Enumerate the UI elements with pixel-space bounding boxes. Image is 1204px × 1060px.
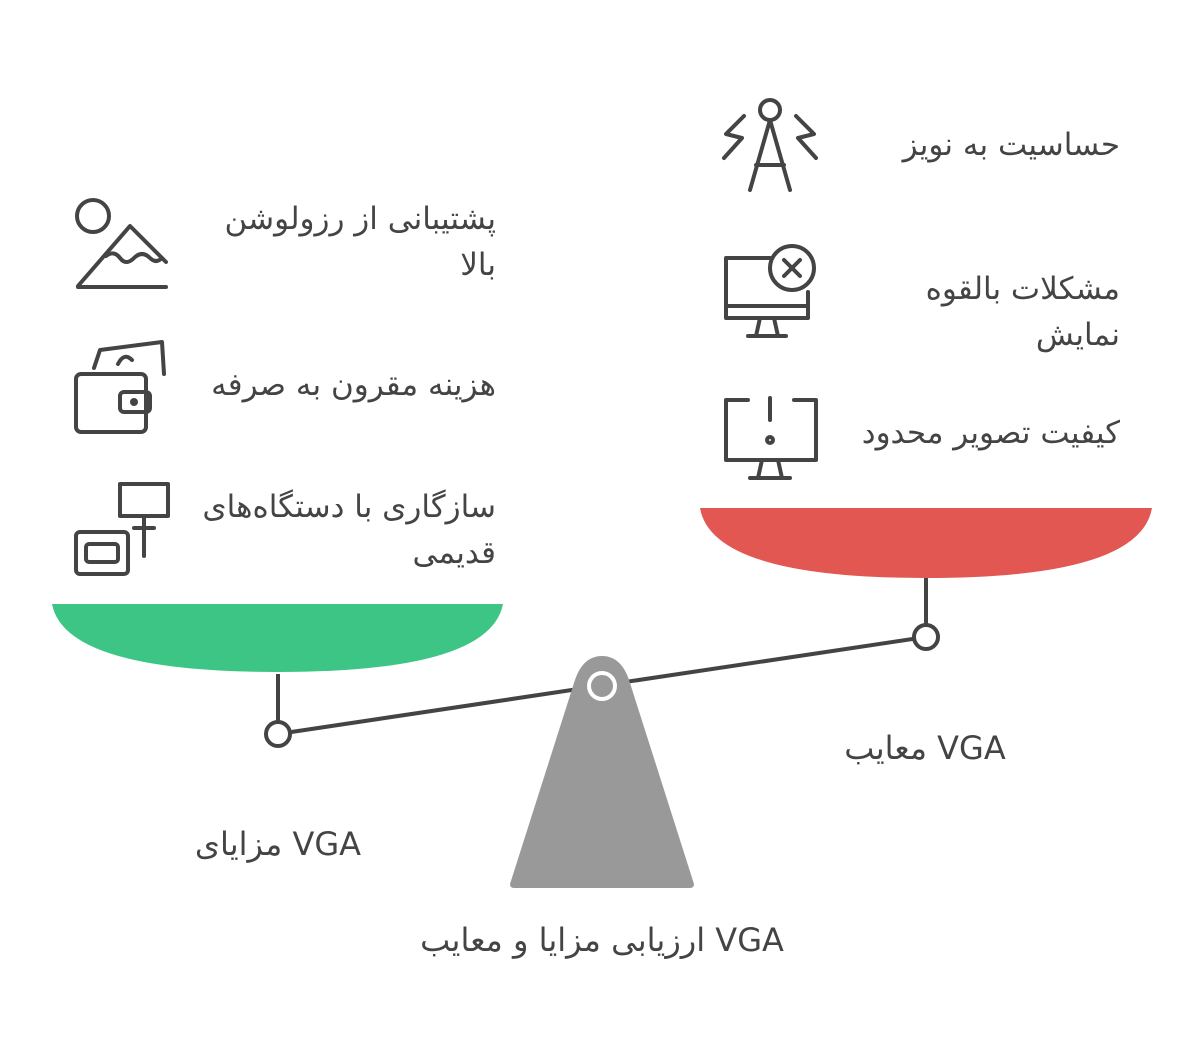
pros-item-1-label: پشتیبانی از رزولوشن بالا	[224, 201, 497, 283]
fulcrum	[510, 656, 694, 888]
pros-pivot	[264, 720, 292, 748]
cons-item-2-label: مشکلات بالقوه نمایش	[925, 271, 1120, 353]
fulcrum-pivot	[587, 671, 617, 701]
pros-item-2-label: هزینه مقرون به صرفه	[211, 367, 496, 403]
diagram-title: VGA ارزیابی مزایا و معایب	[420, 921, 784, 959]
cons-caption: VGA معایب	[844, 729, 1006, 767]
antenna-signal-icon	[722, 98, 818, 192]
cons-pan	[700, 508, 1152, 578]
legacy-device-icon	[74, 482, 170, 576]
monitor-error-icon	[724, 244, 816, 338]
pros-item-3-label: سازگاری با دستگاه‌های قدیمی	[202, 489, 496, 571]
mountain-image-icon	[75, 198, 168, 289]
wallet-icon	[74, 340, 166, 434]
pros-pan	[52, 604, 503, 672]
cons-item-1-label: حساسیت به نویز	[902, 127, 1120, 163]
monitor-warning-icon	[724, 396, 818, 480]
cons-pivot	[912, 623, 940, 651]
pros-caption: VGA مزایای	[194, 825, 362, 863]
cons-item-3-label: کیفیت تصویر محدود	[861, 415, 1120, 451]
